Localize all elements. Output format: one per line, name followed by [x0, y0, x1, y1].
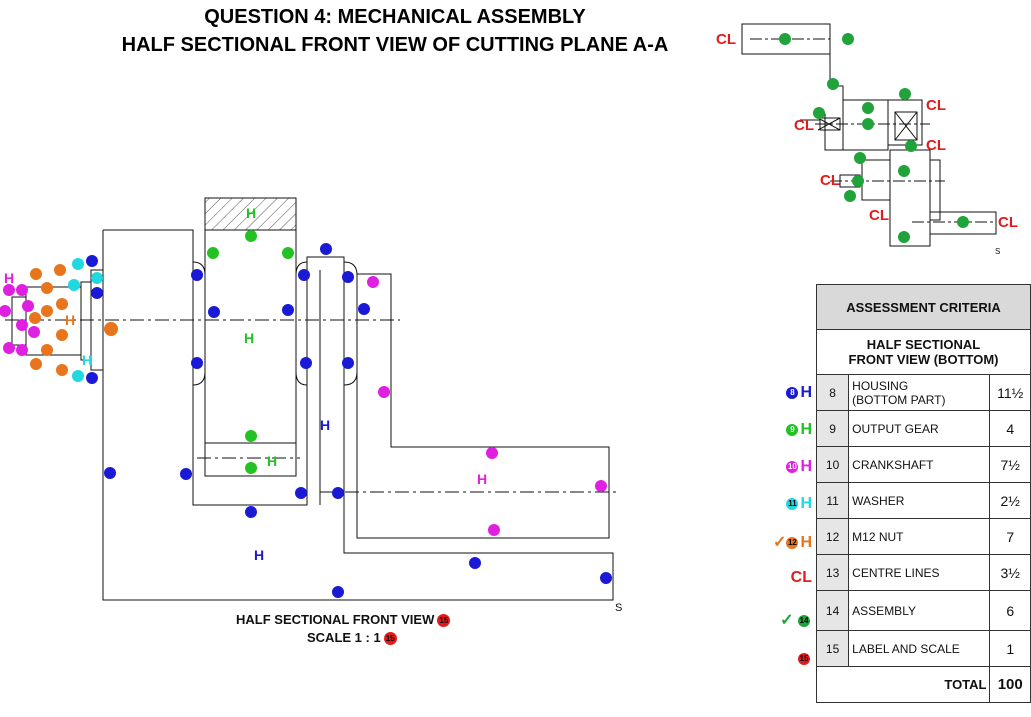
- legend-15: 15: [798, 652, 810, 665]
- hatch-label-washer: H: [82, 352, 92, 368]
- main-view: [11, 197, 614, 601]
- hatch-label-housing: H: [254, 547, 264, 563]
- s-label: S: [615, 602, 622, 614]
- cl-label-7: CL: [998, 214, 1018, 231]
- row-num: 8: [815, 374, 850, 411]
- title-line-1: QUESTION 4: MECHANICAL ASSEMBLY: [204, 6, 586, 28]
- washer: [80, 281, 92, 361]
- cl-label-5: CL: [820, 172, 840, 189]
- row-desc: M12 NUT: [848, 518, 991, 555]
- row-num: 13: [815, 554, 850, 591]
- cl-label-3: CL: [794, 117, 814, 134]
- row-points: 6: [989, 590, 1031, 631]
- title-line-2: HALF SECTIONAL FRONT VIEW OF CUTTING PLA…: [121, 34, 669, 56]
- legend-14: ✓ 14: [780, 612, 810, 629]
- subheader-line-1: HALF SECTIONAL: [866, 337, 981, 352]
- row-desc: LABEL AND SCALE: [848, 630, 991, 667]
- row-desc: WASHER: [848, 482, 991, 519]
- row-points: 1: [989, 630, 1031, 667]
- assembly-balloons: [779, 33, 969, 243]
- total-label: TOTAL: [815, 666, 991, 703]
- hatch-label-nut: H: [65, 312, 75, 328]
- cl-label-4: CL: [926, 137, 946, 154]
- scale-caption-text: SCALE 1 : 1: [307, 630, 381, 645]
- label-badge: 15: [437, 614, 451, 628]
- row-num: 15: [815, 630, 850, 667]
- scale-badge: 15: [383, 632, 397, 646]
- gear-hatch: [204, 197, 297, 231]
- row-points: 2½: [989, 482, 1031, 519]
- hatch-label-crank-left: H: [4, 270, 14, 286]
- hatch-label-gear-low: H: [267, 453, 277, 469]
- row-desc-line2: (BOTTOM PART): [852, 392, 946, 407]
- row-num: 14: [815, 590, 850, 631]
- row-num: 12: [815, 518, 850, 555]
- row-num: 11: [815, 482, 850, 519]
- row-points: 7½: [989, 446, 1031, 483]
- legend-13: CL: [790, 569, 812, 586]
- housing-outline: [102, 229, 614, 601]
- subheader-line-2: FRONT VIEW (BOTTOM): [848, 352, 999, 367]
- cl-label-6: CL: [869, 207, 889, 224]
- total-value: 100: [989, 666, 1031, 703]
- row-num: 9: [815, 410, 850, 447]
- row-desc: HOUSING(BOTTOM PART): [848, 374, 991, 411]
- row-points: 3½: [989, 554, 1031, 591]
- criteria-header: ASSESSMENT CRITERIA: [816, 284, 1031, 330]
- row-desc: CRANKSHAFT: [848, 446, 991, 483]
- hatch-label-gear: H: [244, 330, 254, 346]
- row-desc: CENTRE LINES: [848, 554, 991, 591]
- view-caption-text: HALF SECTIONAL FRONT VIEW: [236, 612, 435, 627]
- hatch-label-gear-top: H: [246, 205, 256, 221]
- row-num: 10: [815, 446, 850, 483]
- row-points: 4: [989, 410, 1031, 447]
- row-desc-line1: HOUSING: [852, 378, 909, 393]
- cl-label-1: CL: [716, 31, 736, 48]
- cl-label-2: CL: [926, 97, 946, 114]
- s-label-ref: S: [995, 247, 1000, 256]
- crankshaft-outline: [356, 273, 610, 539]
- hatch-label-housing-inner: H: [320, 417, 330, 433]
- row-points: 11½: [989, 374, 1031, 411]
- row-desc: ASSEMBLY: [848, 590, 991, 631]
- balloons-main: [0, 230, 612, 598]
- hatch-label-crankshaft: H: [477, 471, 487, 487]
- centre-lines: [5, 319, 618, 493]
- row-desc: OUTPUT GEAR: [848, 410, 991, 447]
- row-points: 7: [989, 518, 1031, 555]
